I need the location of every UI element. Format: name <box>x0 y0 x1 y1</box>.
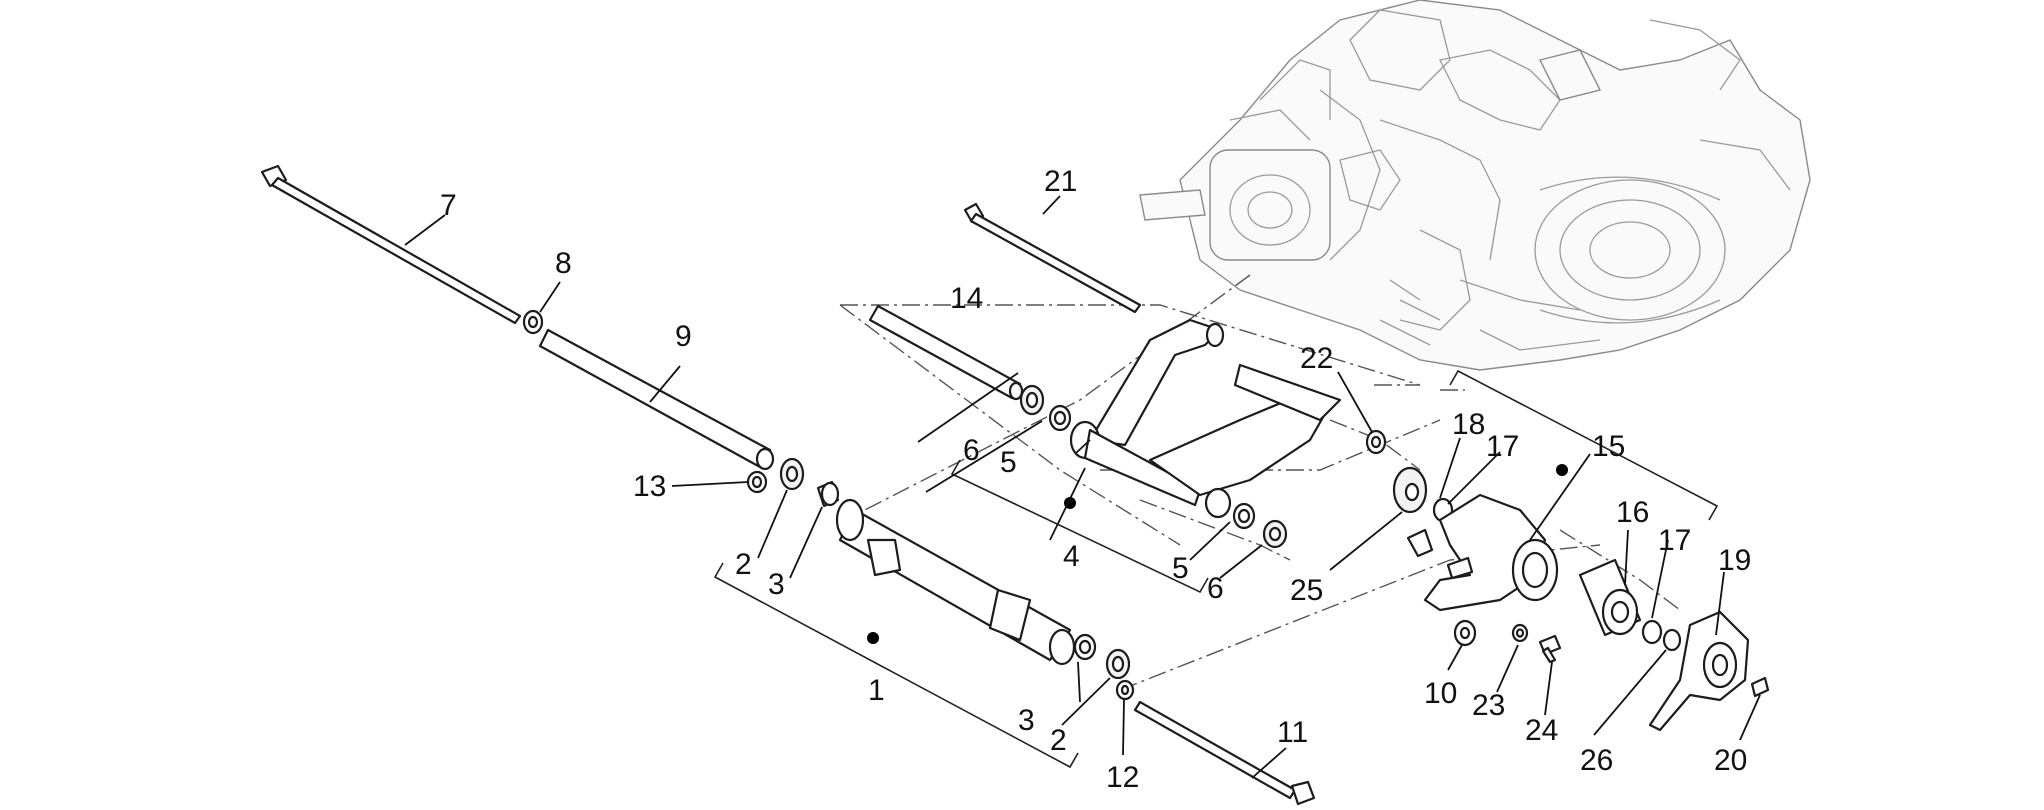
part-2-bushing-upper <box>779 457 805 491</box>
part-15-support-bracket <box>1423 493 1559 612</box>
part-26-washer <box>1662 628 1682 652</box>
leader-lines <box>404 195 1761 779</box>
callout-3-lower: 3 <box>1018 704 1035 737</box>
callout-12: 12 <box>1106 761 1139 794</box>
callout-21: 21 <box>1044 165 1077 198</box>
part-24-screw <box>1538 634 1562 664</box>
part-7-long-bolt <box>260 164 522 325</box>
callout-1: 1 <box>868 674 885 707</box>
part-12-washer <box>1115 679 1135 701</box>
part-2-bushing-lower <box>1105 648 1131 680</box>
part-25-damper <box>1392 466 1428 514</box>
callout-23: 23 <box>1472 689 1505 722</box>
callout-5-lower: 5 <box>1172 552 1189 585</box>
part-19-cover <box>1648 610 1750 732</box>
part-23-washer <box>1511 623 1529 643</box>
callout-2-lower: 2 <box>1050 724 1067 757</box>
part-14-pin <box>868 304 1024 401</box>
part-5-bushing-upper <box>1048 404 1072 432</box>
callout-labels: 1 2 2 3 3 4 5 5 6 6 7 8 9 10 11 12 13 14… <box>440 165 1751 794</box>
part-17-bushing-lower <box>1641 619 1663 645</box>
callout-14: 14 <box>950 282 983 315</box>
callout-16: 16 <box>1616 496 1649 529</box>
part-21-bolt <box>963 202 1142 314</box>
callout-8: 8 <box>555 247 572 280</box>
callout-11: 11 <box>1277 716 1308 749</box>
part-22-nut <box>1365 429 1387 455</box>
callout-25: 25 <box>1290 574 1323 607</box>
part-3-bushing-upper <box>816 480 840 508</box>
part-6-bushing-upper <box>1019 384 1045 416</box>
part-16-silent-block <box>1578 558 1642 637</box>
engine-assembly-drawing <box>1139 0 1811 371</box>
callout-17-lower: 17 <box>1658 524 1691 557</box>
part-1-swingarm-tube <box>835 498 1076 666</box>
callout-19: 19 <box>1718 544 1751 577</box>
part-10-nut <box>1453 619 1477 647</box>
part-9-spacer-tube <box>538 328 775 471</box>
callout-15: 15 <box>1592 430 1625 463</box>
callout-13: 13 <box>633 470 666 503</box>
callout-2-upper: 2 <box>735 548 752 581</box>
part-17-bushing-upper <box>1406 528 1434 558</box>
callout-20: 20 <box>1714 744 1747 777</box>
callout-18: 18 <box>1452 408 1485 441</box>
callout-22: 22 <box>1300 342 1333 375</box>
part-4-link-arm <box>1069 318 1342 519</box>
callout-3-upper: 3 <box>768 568 785 601</box>
callout-7: 7 <box>440 189 457 222</box>
marker-dot-part-1 <box>867 632 879 644</box>
callout-5-upper: 5 <box>1000 446 1017 479</box>
callout-4: 4 <box>1063 540 1080 573</box>
part-6-bushing-lower <box>1262 519 1288 549</box>
callout-24: 24 <box>1525 714 1558 747</box>
group-brackets <box>713 369 1719 769</box>
part-8-washer <box>522 309 544 335</box>
part-3-bushing-lower <box>1073 633 1097 661</box>
part-13-nut <box>746 470 768 494</box>
callout-6-upper: 6 <box>963 434 980 467</box>
part-20-screw <box>1750 676 1770 698</box>
marker-dot-part-15 <box>1556 464 1568 476</box>
callout-17-upper: 17 <box>1486 430 1519 463</box>
callout-10: 10 <box>1424 677 1457 710</box>
part-11-bolt <box>1133 700 1316 806</box>
part-5-bushing-lower <box>1232 502 1256 530</box>
callout-9: 9 <box>675 320 692 353</box>
callout-26: 26 <box>1580 744 1613 777</box>
callout-6-lower: 6 <box>1207 572 1224 605</box>
